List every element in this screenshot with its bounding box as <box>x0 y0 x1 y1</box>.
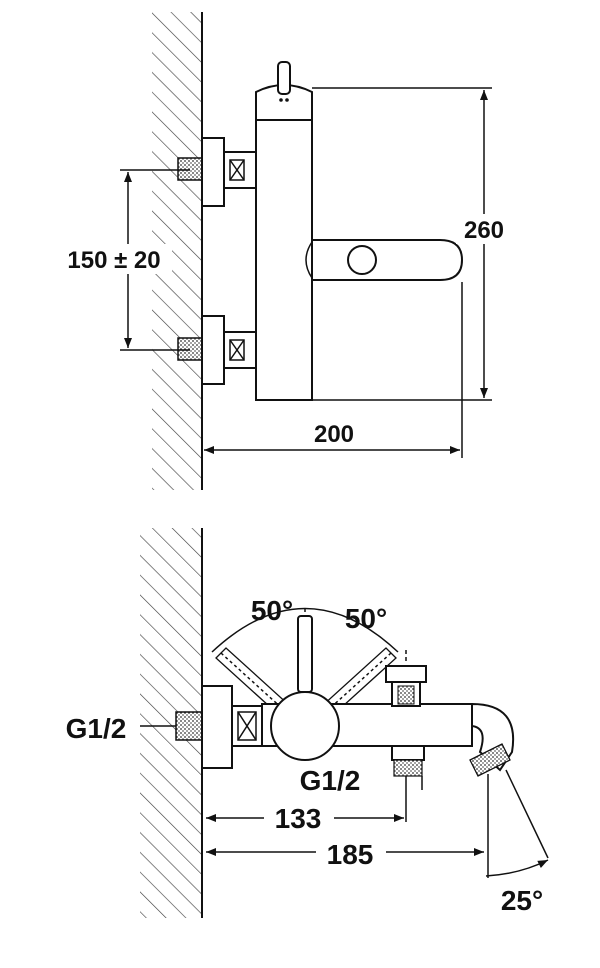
lever-stem-top <box>277 61 291 95</box>
lower-connection <box>177 315 257 385</box>
lever-vertical <box>297 615 313 693</box>
inlet-connection <box>140 685 263 769</box>
angle-right-label: 50° <box>345 603 387 634</box>
top-view: 260 150 ± 20 200 <box>58 12 514 490</box>
cartridge-knob <box>270 691 340 761</box>
lower-outlet <box>391 745 425 822</box>
outlet-thread-label: G1/2 <box>300 765 361 796</box>
spout-aerator <box>469 743 511 777</box>
width-dimension-label: 200 <box>314 421 354 448</box>
spout-front <box>311 239 464 281</box>
inlet-thread-label: G1/2 <box>66 713 127 744</box>
diverter-knob <box>347 245 377 275</box>
shower-outlet <box>385 650 427 707</box>
spray-angle-arc <box>485 859 549 877</box>
spout-distance-label: 185 <box>327 839 374 870</box>
spout-angle-label: 25° <box>501 885 543 916</box>
bottom-view: 133 185 50° 50° G1/2 G1/2 25° <box>66 528 549 918</box>
mixer-body <box>255 119 313 401</box>
outlet-distance-label: 133 <box>275 803 322 834</box>
angle-left-label: 50° <box>251 595 293 626</box>
spacing-dimension-label: 150 ± 20 <box>67 247 160 274</box>
height-dimension-label: 260 <box>464 217 504 244</box>
